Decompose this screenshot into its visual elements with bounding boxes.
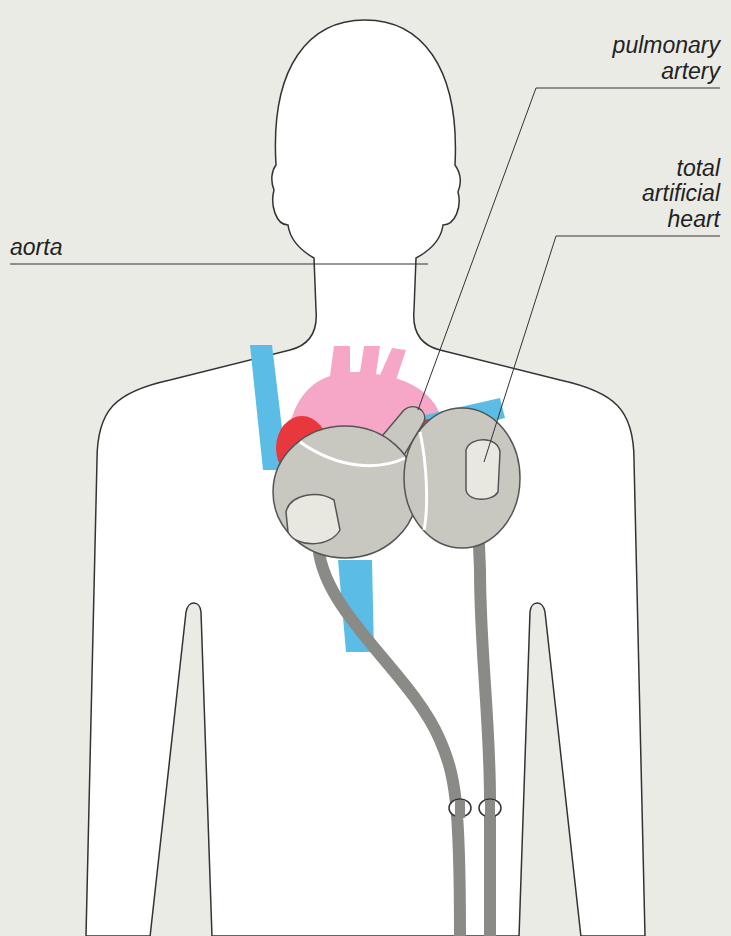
artificial-heart-pump	[273, 426, 417, 558]
body-silhouette	[86, 20, 645, 936]
pump-seam	[420, 432, 427, 530]
pump-cap	[466, 440, 500, 500]
drive-line	[478, 520, 490, 936]
leader-line	[10, 264, 428, 265]
pump-seam	[300, 442, 405, 466]
drive-line	[485, 800, 495, 818]
leader-line	[484, 236, 720, 462]
callout-label: total artificial heart	[642, 156, 720, 232]
cable-ring	[449, 799, 471, 817]
leader-line	[418, 88, 720, 410]
cable-ring	[479, 799, 501, 817]
callout-label: aorta	[10, 235, 62, 260]
pump-cap	[286, 495, 340, 544]
arm-gap	[150, 603, 212, 936]
artificial-heart-pump	[404, 408, 520, 548]
callout-label: pulmonary artery	[613, 33, 720, 84]
drive-line	[318, 540, 460, 936]
arm-gap	[519, 603, 581, 936]
aorta-vessel	[380, 348, 406, 380]
drive-line	[455, 800, 465, 818]
